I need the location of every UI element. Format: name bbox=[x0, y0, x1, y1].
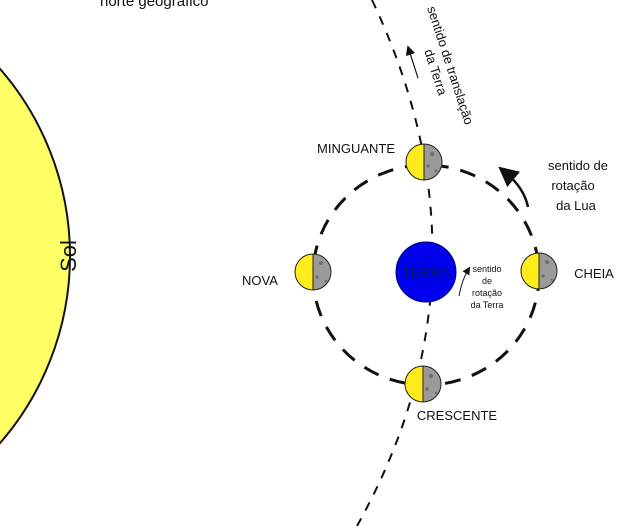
moon-minguante bbox=[405, 143, 443, 181]
earth-rotation-label-line2: de bbox=[482, 276, 492, 286]
earth-rotation-label: sentido de rotação da Terra bbox=[471, 264, 504, 310]
label-cheia: CHEIA bbox=[574, 266, 614, 281]
label-nova: NOVA bbox=[242, 273, 278, 288]
moon-cheia bbox=[520, 252, 558, 290]
sun-label: Sol bbox=[56, 240, 81, 272]
translation-arrow bbox=[405, 45, 419, 79]
sun: Sol bbox=[0, 67, 81, 445]
earth-rotation-label-line3: rotação bbox=[472, 288, 502, 298]
moon-crescente bbox=[404, 365, 442, 403]
earth: TERRA bbox=[395, 241, 457, 303]
earth-rotation-label-line4: da Terra bbox=[471, 300, 504, 310]
moon-rotation-label-line2: rotação bbox=[551, 178, 594, 193]
moon-rotation-label-line3: da Lua bbox=[556, 198, 597, 213]
moon-nova bbox=[294, 253, 332, 291]
earth-rotation-arrow bbox=[458, 266, 471, 297]
translation-label: sentido de translação da Terra bbox=[421, 4, 476, 126]
label-crescente: CRESCENTE bbox=[417, 408, 498, 423]
moon-rotation-arrow bbox=[498, 166, 530, 208]
moon-rotation-label-line1: sentido de bbox=[548, 158, 608, 173]
moon-rotation-label: sentido de rotação da Lua bbox=[548, 158, 608, 213]
earth-label: TERRA bbox=[402, 264, 450, 280]
north-caption: norte geográfico bbox=[100, 0, 208, 10]
earth-rotation-label-line1: sentido bbox=[472, 264, 501, 274]
label-minguante: MINGUANTE bbox=[317, 141, 395, 156]
